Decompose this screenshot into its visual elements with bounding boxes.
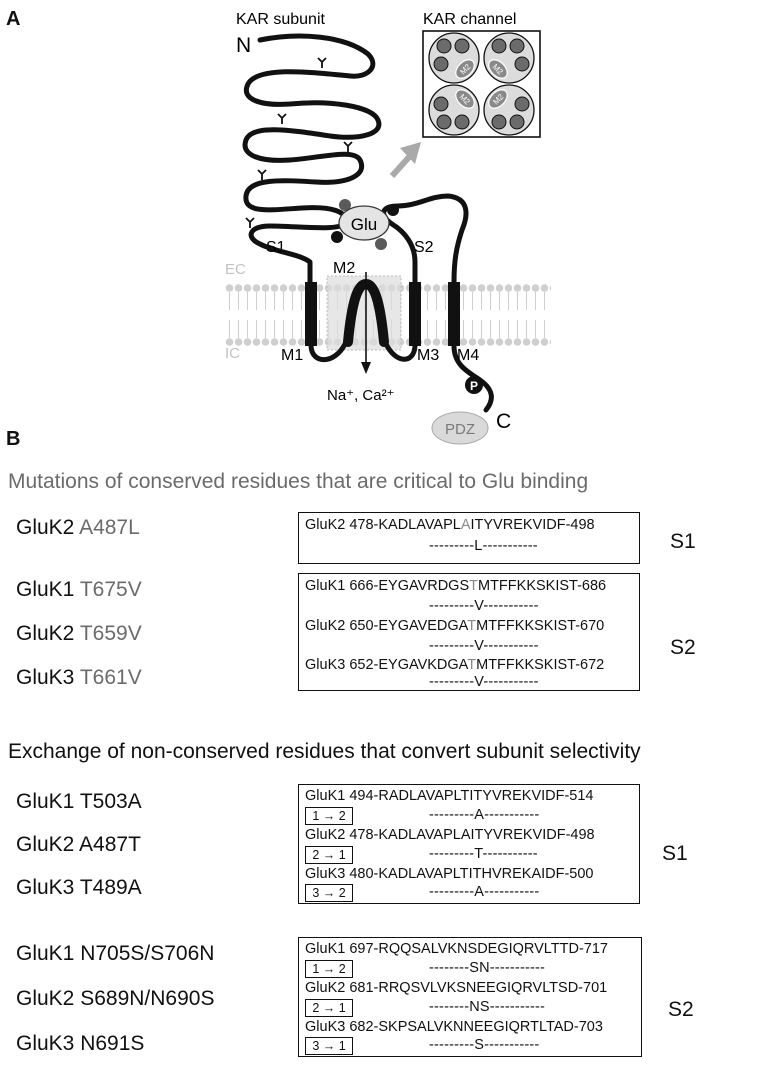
sequence-line: GluK3 652-EYGAVKDGATMTFFKKSKIST-672 [305, 657, 605, 673]
glu-ligand [338, 205, 390, 241]
conversion-badge: 1 → 2 [305, 807, 353, 825]
sequence-box-s2-selectivity: GluK1 697-RQQSALVKNSDEGIQRVLTTD-717 1 → … [298, 937, 642, 1057]
sequence-line: GluK3 682-SKPSALVKNNEEGIQRTLTAD-703 [305, 1019, 603, 1035]
mutation-line: ---------T----------- [429, 846, 538, 862]
ic-label: IC [225, 345, 240, 362]
conversion-badge: 3 → 1 [305, 1037, 353, 1055]
m1-label: M1 [281, 347, 303, 364]
glu-label: Glu [351, 215, 377, 234]
pdz-label: PDZ [445, 421, 475, 438]
mutation-label: GluK2 A487T [16, 833, 141, 856]
sequence-box-s1-conserved: GluK2 478-KADLAVAPLAITYVREKVIDF-498 ----… [298, 512, 640, 564]
sequence-line: GluK3 480-KADLAVAPLTITHVREKAIDF-500 [305, 866, 594, 882]
mutation-label: GluK3 T489A [16, 876, 142, 899]
mutation-label: GluK2 A487L [16, 516, 140, 539]
m1-helix [305, 282, 317, 346]
m2-label: M2 [333, 260, 355, 277]
panel-letter-a: A [6, 8, 21, 30]
kar-subunit-diagram: Glu P PDZ N KAR subunit KAR channel S1 S… [225, 11, 551, 445]
mutation-label: GluK1 T503A [16, 790, 142, 813]
conversion-badge: 1 → 2 [305, 960, 353, 978]
region-label-s1: S1 [662, 842, 688, 865]
mutation-line: ---------A----------- [429, 884, 540, 900]
m3-helix [409, 282, 421, 346]
ions-label: Na⁺, Ca²⁺ [327, 387, 395, 404]
region-label-s2: S2 [668, 998, 694, 1021]
conversion-badge: 3 → 2 [305, 884, 353, 902]
mutation-label: GluK2 T659V [16, 622, 142, 645]
sequence-line: GluK2 681-RRQSVLVKSNEEGIQRVLTSD-701 [305, 980, 608, 996]
mutation-line: ---------S----------- [429, 1037, 540, 1053]
pdz-domain [431, 411, 489, 445]
phospho-label: P [470, 379, 478, 393]
mutation-label: GluK1 N705S/S706N [16, 942, 215, 965]
mutation-line: ---------V----------- [429, 674, 539, 690]
kar-channel-schematic: M2 M2 M2 M2 [422, 30, 541, 138]
m3-label: M3 [417, 347, 439, 364]
s1-label: S1 [266, 239, 286, 256]
mutation-label: GluK2 S689N/N690S [16, 987, 215, 1010]
mutation-line: ---------A----------- [429, 807, 540, 823]
s2-label: S2 [414, 239, 434, 256]
sequence-line: GluK1 494-RADLAVAPLTITYVREKVIDF-514 [305, 788, 594, 804]
sequence-line: GluK2 478-KADLAVAPLAITYVREKVIDF-498 [305, 827, 595, 843]
mutation-line: ---------V----------- [429, 598, 539, 614]
subunit-title: KAR subunit [236, 11, 325, 28]
sequence-line: GluK1 697-RQQSALVKNSDEGIQRVLTTD-717 [305, 941, 608, 957]
m4-label: M4 [457, 347, 479, 364]
glycosylation-marks [245, 57, 353, 228]
mutation-line: --------SN----------- [429, 960, 546, 976]
n-terminus-label: N [236, 34, 251, 57]
sequence-line: GluK2 478-KADLAVAPLAITYVREKVIDF-498 [305, 517, 595, 533]
mutation-line: ---------V----------- [429, 638, 539, 654]
sequence-line: GluK2 650-EYGAVEDGATMTFFKKSKIST-670 [305, 618, 605, 634]
section2-heading: Exchange of non-conserved residues that … [8, 740, 641, 763]
conversion-badge: 2 → 1 [305, 999, 353, 1017]
ec-label: EC [225, 261, 246, 278]
c-terminus-label: C [496, 410, 511, 433]
mutation-line: ---------L----------- [429, 538, 538, 554]
arrow-to-channel [389, 142, 421, 179]
mutation-label: GluK3 N691S [16, 1032, 145, 1055]
m4-helix [448, 282, 460, 346]
phospho-site [465, 376, 483, 394]
conversion-badge: 2 → 1 [305, 846, 353, 864]
sequence-box-s2-conserved: GluK1 666-EYGAVRDGSTMTFFKKSKIST-686 ----… [298, 573, 640, 691]
sequence-box-s1-selectivity: GluK1 494-RADLAVAPLTITYVREKVIDF-514 1 → … [298, 784, 640, 904]
sequence-line: GluK1 666-EYGAVRDGSTMTFFKKSKIST-686 [305, 578, 607, 594]
section1-heading: Mutations of conserved residues that are… [8, 470, 589, 493]
channel-title: KAR channel [423, 11, 516, 28]
panel-letter-b: B [6, 428, 21, 450]
mutation-label: GluK1 T675V [16, 578, 142, 601]
region-label-s1: S1 [670, 530, 696, 553]
mutation-label: GluK3 T661V [16, 666, 142, 689]
mutation-line: --------NS----------- [429, 999, 546, 1015]
region-label-s2: S2 [670, 636, 696, 659]
